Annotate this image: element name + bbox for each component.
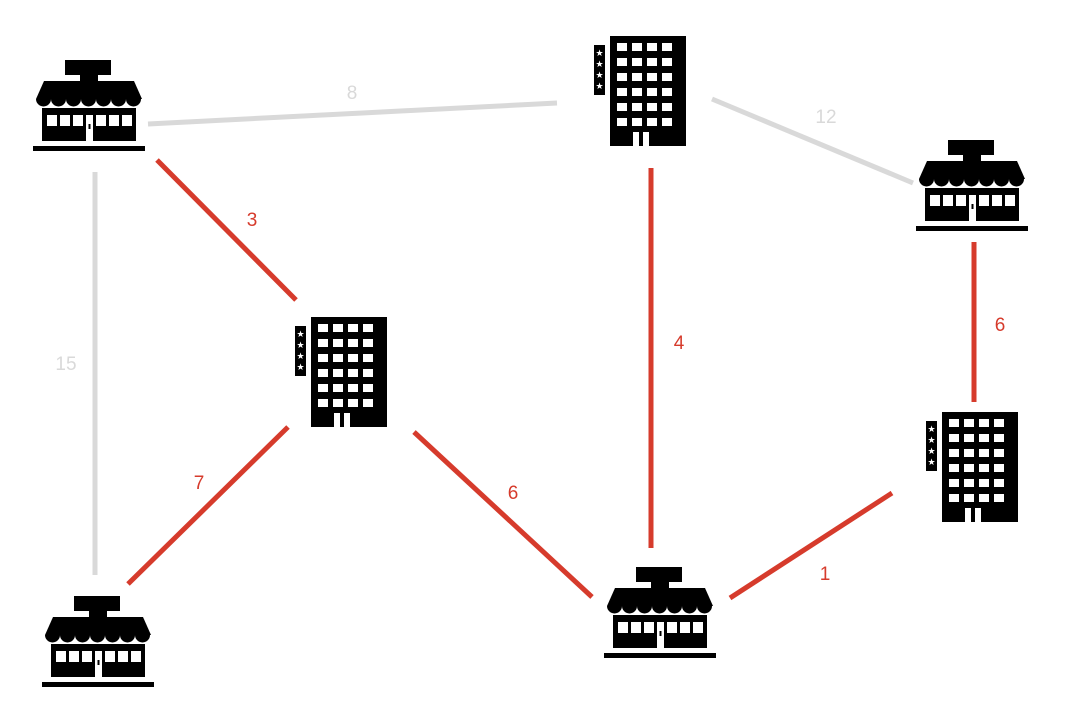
nodes xyxy=(33,36,1028,687)
edge-label-e8: 6 xyxy=(508,483,519,504)
edge-labels: 8 12 3 15 4 6 7 6 1 xyxy=(55,83,1005,585)
edge-label-e1: 8 xyxy=(347,83,358,104)
edge-label-e6: 6 xyxy=(995,315,1006,336)
edge-label-e4: 15 xyxy=(55,354,76,375)
hotel-icon xyxy=(926,412,1018,522)
edge-e1 xyxy=(147,100,558,127)
edge-label-e2: 12 xyxy=(815,107,836,128)
edge-label-e7: 7 xyxy=(194,473,205,494)
edge-e7 xyxy=(126,425,290,586)
store-icon xyxy=(42,596,154,687)
edge-e9 xyxy=(728,490,894,601)
edge-label-e3: 3 xyxy=(247,210,258,231)
edge-label-e9: 1 xyxy=(820,564,831,585)
store-icon xyxy=(916,140,1028,231)
edge-e2 xyxy=(711,96,914,186)
hotel-icon xyxy=(594,36,686,146)
store-icon xyxy=(33,60,145,151)
hotel-icon xyxy=(295,317,387,427)
edge-e3 xyxy=(155,158,298,302)
store-icon xyxy=(604,567,716,658)
edges xyxy=(92,96,977,601)
edge-label-e5: 4 xyxy=(674,333,685,354)
edge-e8 xyxy=(412,430,594,599)
